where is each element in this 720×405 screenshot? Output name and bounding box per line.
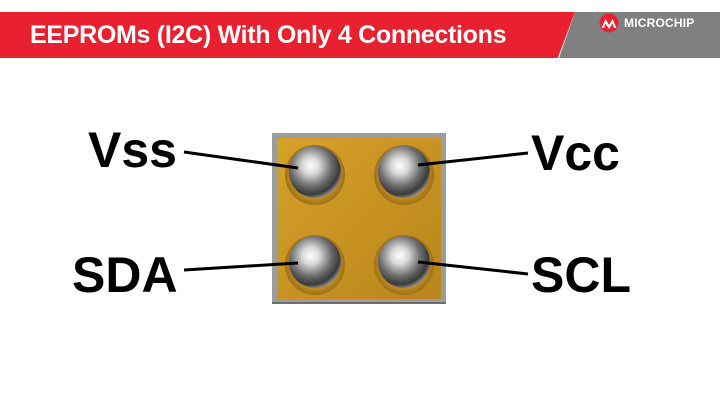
pin-label-vcc: Vcc bbox=[531, 125, 620, 181]
microchip-logo-icon bbox=[599, 13, 619, 33]
solder-ball-scl bbox=[374, 235, 434, 295]
header-gray-panel bbox=[559, 12, 720, 58]
pin-label-scl: SCL bbox=[531, 247, 631, 303]
solder-ball-vcc bbox=[374, 145, 434, 205]
header-red-banner bbox=[0, 12, 575, 58]
leader-line-vcc bbox=[417, 151, 529, 167]
solder-ball-vss bbox=[285, 145, 345, 205]
leader-line-vss bbox=[183, 150, 299, 170]
logo-text: MICROCHIP bbox=[624, 16, 695, 30]
leader-line-scl bbox=[417, 260, 529, 276]
leader-line-sda bbox=[183, 261, 299, 272]
solder-ball-sda bbox=[285, 235, 345, 295]
slide-header: EEPROMs (I2C) With Only 4 Connections bbox=[0, 12, 720, 58]
pin-label-sda: SDA bbox=[72, 247, 178, 303]
microchip-logo: MICROCHIP bbox=[598, 13, 694, 33]
pin-label-vss: Vss bbox=[88, 122, 177, 178]
slide-title: EEPROMs (I2C) With Only 4 Connections bbox=[30, 21, 507, 49]
